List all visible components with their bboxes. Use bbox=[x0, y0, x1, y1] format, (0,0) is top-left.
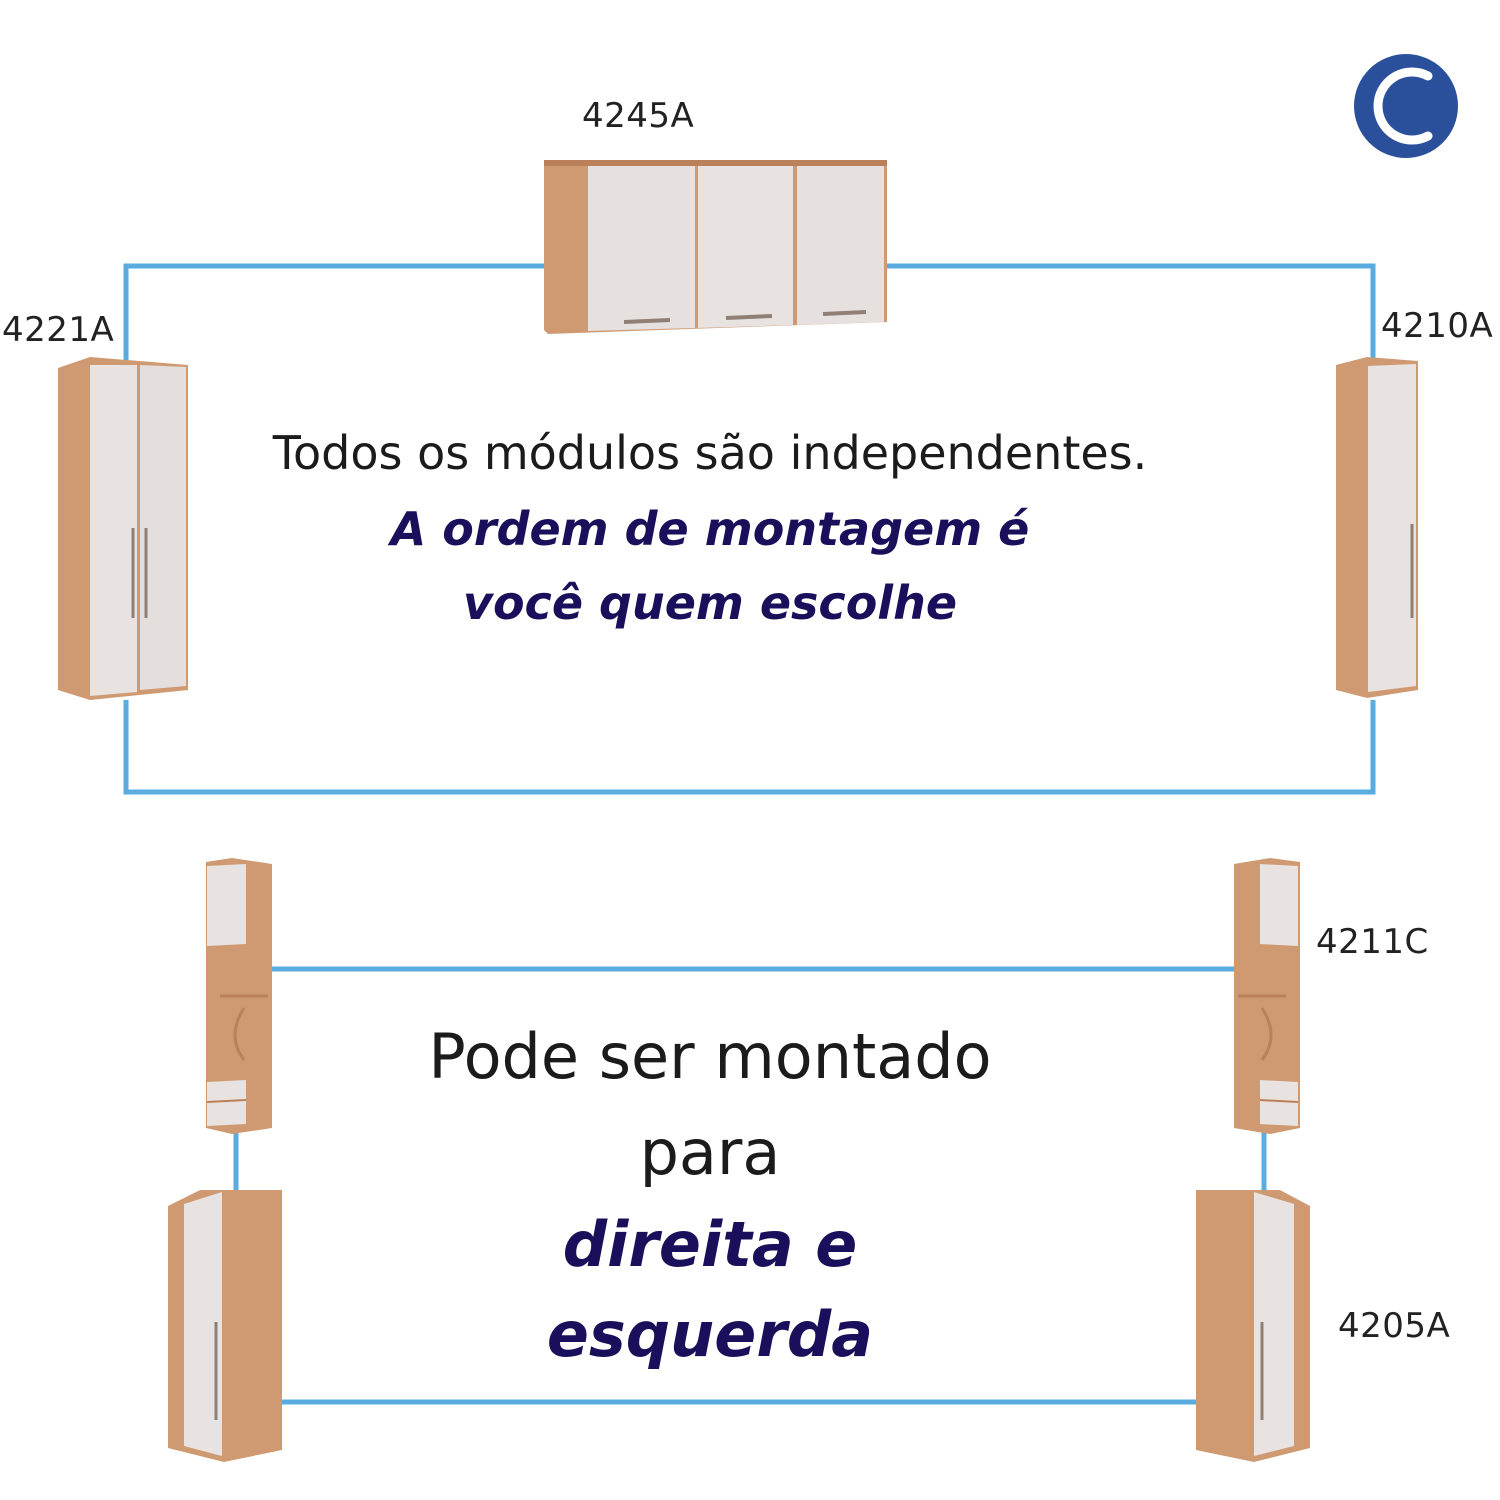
tower-left bbox=[206, 858, 272, 1134]
bottom-message-line3: direita e bbox=[562, 1208, 858, 1281]
bottom-connector-frame bbox=[233, 966, 1267, 1405]
label-4210a: 4210A bbox=[1381, 306, 1494, 346]
bottom-message-line1: Pode ser montado bbox=[428, 1020, 992, 1093]
label-4211c: 4211C bbox=[1316, 922, 1429, 962]
cabinet-4245a bbox=[544, 160, 887, 334]
tower-right bbox=[1234, 858, 1300, 1134]
bottom-message-line2: para bbox=[639, 1116, 781, 1189]
cabinet-4221a bbox=[58, 357, 188, 700]
top-message-line3: você quem escolhe bbox=[462, 576, 958, 630]
corner-cabinet-left bbox=[168, 1190, 282, 1462]
top-message-line1: Todos os módulos são independentes. bbox=[272, 426, 1148, 480]
bottom-message-line4: esquerda bbox=[546, 1298, 874, 1371]
label-4205a: 4205A bbox=[1338, 1306, 1451, 1346]
top-connector-frame bbox=[123, 263, 1376, 795]
label-4245a: 4245A bbox=[582, 96, 695, 136]
label-4221a: 4221A bbox=[2, 310, 115, 350]
top-message-line2: A ordem de montagem é bbox=[390, 502, 1030, 556]
corner-cabinet-right bbox=[1196, 1190, 1310, 1462]
cabinet-4210a bbox=[1336, 357, 1418, 698]
brand-logo-icon bbox=[1354, 54, 1458, 158]
